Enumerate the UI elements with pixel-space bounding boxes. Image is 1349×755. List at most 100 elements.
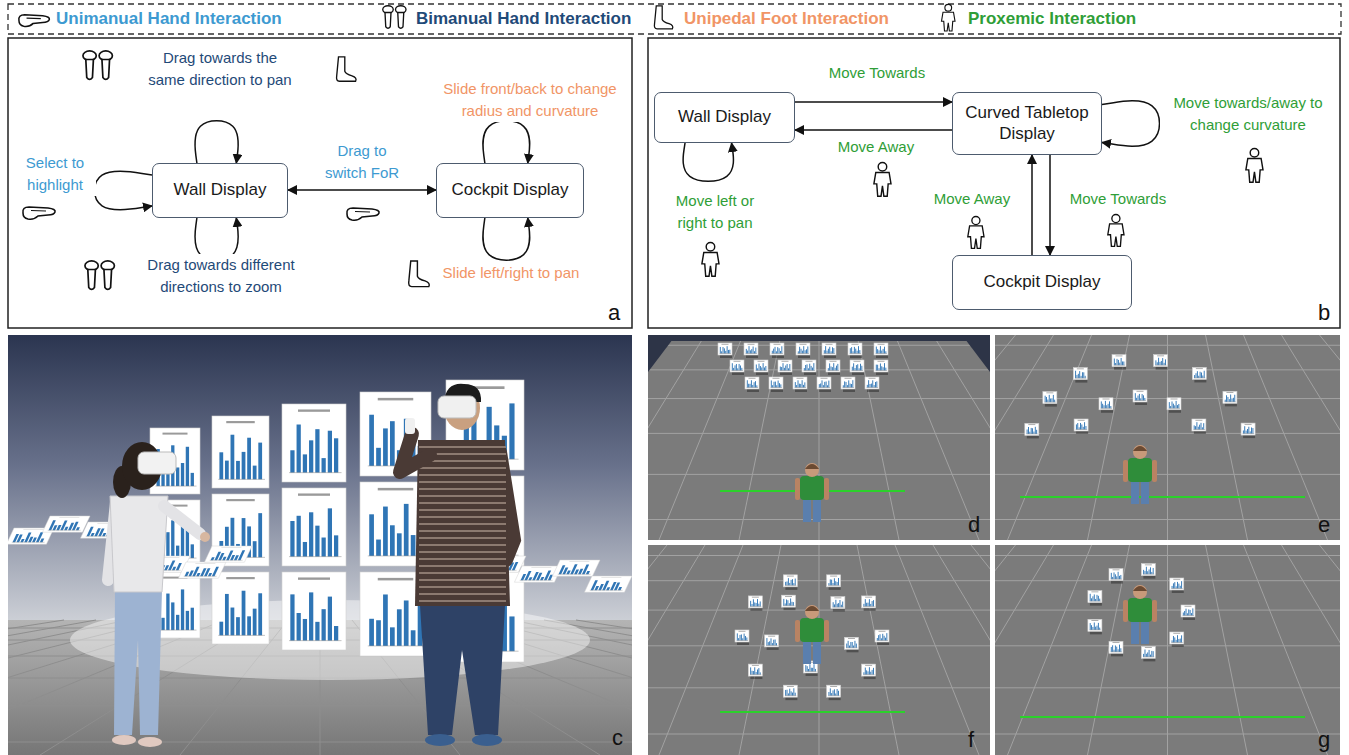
- chart-axis: [1089, 601, 1100, 602]
- chart-card: [1073, 368, 1087, 380]
- transition-arrow: [1102, 101, 1160, 146]
- chart-bar: [1175, 586, 1177, 588]
- floor-grid: [739, 545, 781, 755]
- chart-bar: [290, 521, 294, 557]
- chart-bar: [171, 520, 174, 558]
- chart-bar: [793, 583, 795, 585]
- chart-bar: [875, 365, 877, 371]
- chart-axis: [1114, 365, 1125, 366]
- chart-bar: [781, 346, 783, 353]
- chart-title-line: [739, 630, 746, 632]
- chart-card: [744, 343, 758, 355]
- chart-card: [848, 343, 862, 355]
- chart-title-line: [221, 547, 241, 548]
- floor-grid: [1088, 545, 1130, 755]
- legend-entry: Proxemic Interaction: [968, 9, 1136, 29]
- chart-bar: [1032, 428, 1034, 434]
- controller-handle: [102, 60, 110, 80]
- chart-bar: [721, 351, 723, 353]
- chart-bar: [1120, 648, 1122, 652]
- chart-card: [826, 360, 840, 372]
- chart-bar: [574, 570, 579, 575]
- chart-bar: [1102, 404, 1104, 409]
- transition-arrow: [795, 101, 952, 103]
- chart-bar: [1174, 582, 1176, 588]
- chart-bar: [723, 348, 725, 353]
- unimanual-icon: [19, 15, 50, 27]
- chart-bar: [833, 348, 835, 353]
- card-shadow: [1045, 402, 1057, 407]
- floor-grid: [933, 545, 990, 755]
- floor-grid: [659, 335, 743, 540]
- chart-bar: [792, 693, 794, 696]
- chart-bar: [885, 368, 887, 371]
- chart-card: [212, 416, 269, 488]
- chart-bar: [873, 668, 875, 675]
- chart-card: [584, 576, 632, 592]
- card-shadow: [1090, 629, 1102, 634]
- chart-title-line: [1245, 423, 1252, 425]
- avatar-leg: [1141, 620, 1149, 644]
- floor-grid: [857, 545, 899, 755]
- chart-axis: [1026, 433, 1037, 434]
- state-name: Cockpit Display: [451, 180, 568, 200]
- chart-bar: [1051, 398, 1053, 402]
- chart-axis: [12, 542, 45, 543]
- chart-bar: [881, 351, 883, 354]
- chart-card: [844, 637, 858, 649]
- floor-grid: [1008, 545, 1092, 755]
- chart-title-line: [806, 360, 813, 362]
- person-icon: [942, 4, 956, 31]
- chart-bar: [779, 367, 781, 371]
- avatar-leg: [803, 640, 811, 664]
- sweater-stripe: [419, 530, 506, 532]
- chart-bar: [1080, 376, 1082, 378]
- sweater-stripe: [419, 446, 506, 448]
- avatar-head: [1133, 445, 1147, 459]
- foot-icon: [409, 261, 430, 287]
- chart-bar: [1196, 371, 1198, 378]
- chart-bar: [828, 381, 830, 388]
- chart-bar: [1115, 363, 1117, 365]
- chart-bar: [606, 587, 610, 590]
- boundary-line: [1020, 716, 1305, 718]
- chart-axis: [520, 580, 553, 581]
- chart-bar: [806, 666, 808, 671]
- chart-axis: [218, 479, 265, 480]
- chart-bar: [864, 599, 866, 606]
- transition-arrow: [195, 121, 238, 163]
- floor-grid: [933, 335, 990, 540]
- chart-bar: [1242, 430, 1244, 433]
- chart-bar: [1112, 645, 1114, 652]
- chart-card: [827, 685, 841, 697]
- chart-title-line: [773, 377, 780, 379]
- chart-bar: [1029, 432, 1031, 434]
- chart-bar: [750, 667, 752, 674]
- chart-bar: [303, 542, 307, 557]
- chart-bar: [1158, 358, 1160, 365]
- unimanual-icon: [23, 207, 55, 219]
- chart-bar: [785, 365, 787, 370]
- chart-axis: [156, 486, 197, 487]
- chart-card: [1170, 578, 1184, 590]
- chart-bar: [1116, 359, 1118, 365]
- transition-arrow: [795, 129, 952, 131]
- chart-bar: [1194, 375, 1196, 378]
- chart-bar: [1120, 358, 1122, 365]
- chart-title-line: [758, 360, 765, 362]
- chart-bar: [1089, 623, 1091, 630]
- chart-axis: [1143, 656, 1154, 657]
- chart-title-line: [848, 638, 855, 640]
- chart-bar: [853, 347, 855, 354]
- chart-bar: [1170, 406, 1172, 408]
- chart-bar: [829, 347, 831, 354]
- chart-card: [552, 560, 600, 576]
- foot-icon: [337, 57, 357, 81]
- chart-bar: [754, 602, 756, 606]
- chart-bar: [102, 533, 106, 536]
- chart-card: [745, 377, 759, 389]
- chart-axis: [747, 387, 758, 388]
- chart-bar: [303, 454, 307, 472]
- chart-bar: [1231, 398, 1233, 401]
- chart-bar: [602, 581, 609, 590]
